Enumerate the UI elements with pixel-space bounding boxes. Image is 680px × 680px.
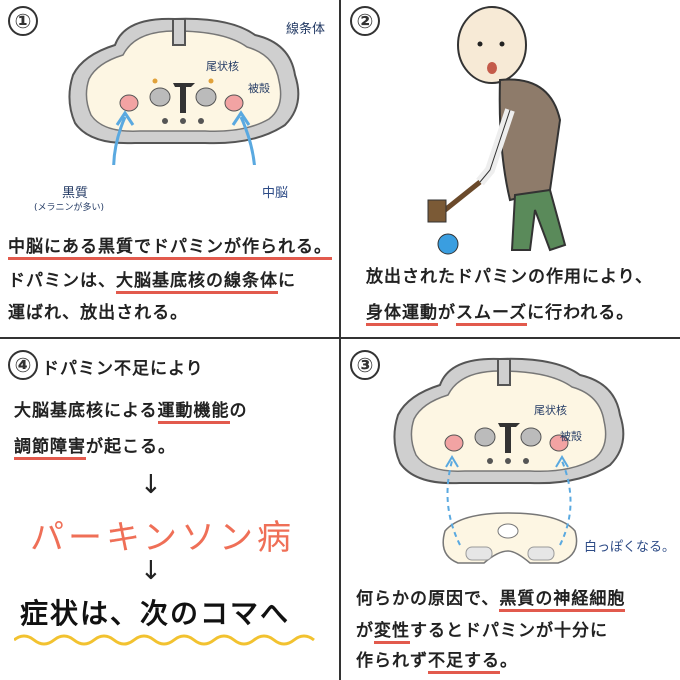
panel-divider-vertical bbox=[339, 0, 341, 680]
panel4-line2: 大脳基底核による運動機能の bbox=[14, 396, 248, 426]
label-striatum: 線条体 bbox=[286, 22, 326, 37]
brain-cross-section-1 bbox=[68, 17, 300, 165]
panel4-line1: ドパミン不足により bbox=[42, 359, 204, 379]
panel1-caption-line1: 中脳にある黒質でドパミンが作られる。 bbox=[8, 232, 332, 262]
panel3-caption-line3: 作られず不足する。 bbox=[356, 646, 518, 676]
panel2-caption-line2: 身体運動がスムーズに行われる。 bbox=[366, 298, 634, 328]
next-panel-note: 症状は、次のコマへ bbox=[20, 597, 291, 630]
panel3-caption-line2: が変性するとドパミンが十分に bbox=[356, 616, 608, 646]
panel-number-3: ③ bbox=[350, 350, 380, 380]
brain-cross-section-3 bbox=[393, 357, 625, 564]
wavy-underline bbox=[14, 634, 315, 646]
golfer-illustration bbox=[427, 6, 567, 255]
arrow-down-1: ↓ bbox=[140, 470, 162, 500]
panel3-caption-line1: 何らかの原因で、黒質の神経細胞 bbox=[356, 584, 626, 614]
label-putamen-3: 被殻 bbox=[560, 430, 582, 443]
label-caudate: 尾状核 bbox=[206, 60, 239, 73]
panel-number-2: ② bbox=[350, 6, 380, 36]
panel-number-1: ① bbox=[8, 6, 38, 36]
label-putamen: 被殻 bbox=[248, 82, 270, 95]
panel1-caption-line2: ドパミンは、大脳基底核の線条体に bbox=[8, 266, 296, 296]
label-caudate-3: 尾状核 bbox=[534, 404, 567, 417]
panel2-caption-line1: 放出されたドパミンの作用により、 bbox=[366, 267, 653, 287]
panel-number-4: ④ bbox=[8, 350, 38, 380]
label-midbrain: 中脳 bbox=[262, 186, 289, 201]
panel1-caption-line3: 運ばれ、放出される。 bbox=[8, 303, 189, 323]
panel4-line3: 調節障害が起こる。 bbox=[14, 432, 176, 462]
arrow-down-2: ↓ bbox=[140, 556, 162, 586]
disease-name: パーキンソン病 bbox=[30, 518, 295, 558]
label-substantia-nigra: 黒質 bbox=[62, 186, 89, 201]
label-melanin-note: (メラニンが多い) bbox=[34, 203, 105, 213]
panel-divider-horizontal bbox=[0, 337, 680, 339]
label-whitening: 白っぽくなる。 bbox=[584, 540, 676, 555]
